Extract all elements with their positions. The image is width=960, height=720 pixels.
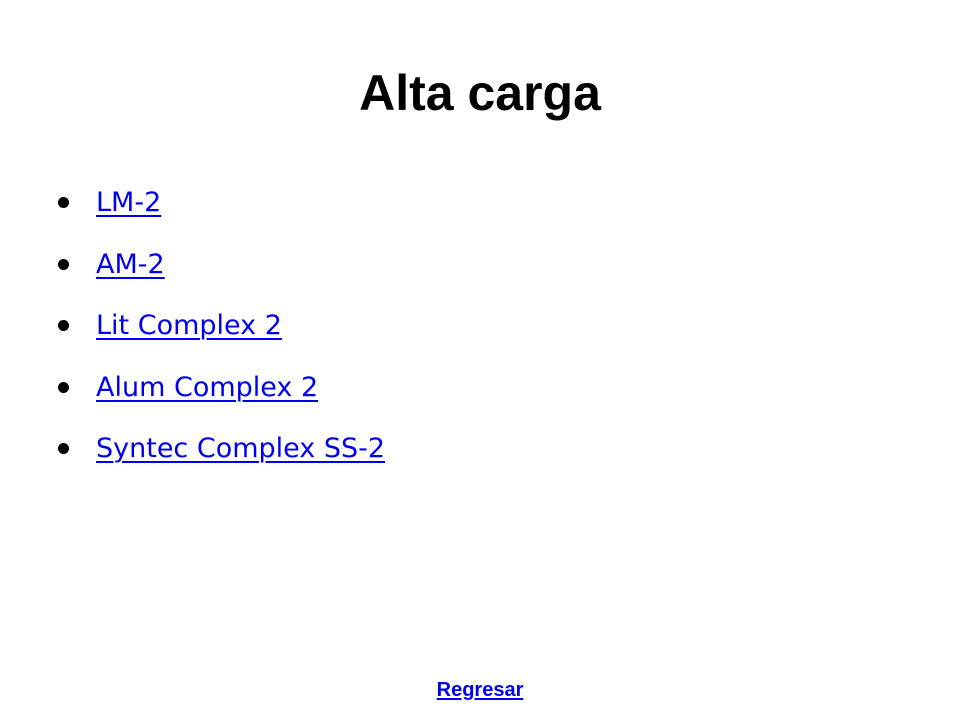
bullet-icon [58,320,69,331]
list-item: AM-2 [58,234,385,296]
link-am-2[interactable]: AM-2 [96,248,165,280]
bullet-icon [58,381,69,393]
link-alum-complex-2[interactable]: Alum Complex 2 [96,371,319,403]
back-link[interactable]: Regresar [436,679,524,701]
bullet-icon [58,443,69,454]
page-title: Alta carga [359,65,601,121]
list-item: Lit Complex 2 [58,295,385,357]
link-lm-2[interactable]: LM-2 [96,187,162,218]
list-item: Alum Complex 2 [58,357,385,419]
bullet-icon [58,197,69,208]
link-lit-complex-2[interactable]: Lit Complex 2 [96,310,282,341]
bullet-icon [58,258,69,270]
link-syntec-complex-ss-2[interactable]: Syntec Complex SS-2 [96,433,386,464]
product-link-list: LM-2 AM-2 Lit Complex 2 Alum Complex 2 S… [58,172,385,480]
footer-nav: Regresar [0,678,960,702]
list-item: Syntec Complex SS-2 [58,418,385,480]
list-item: LM-2 [58,172,385,234]
